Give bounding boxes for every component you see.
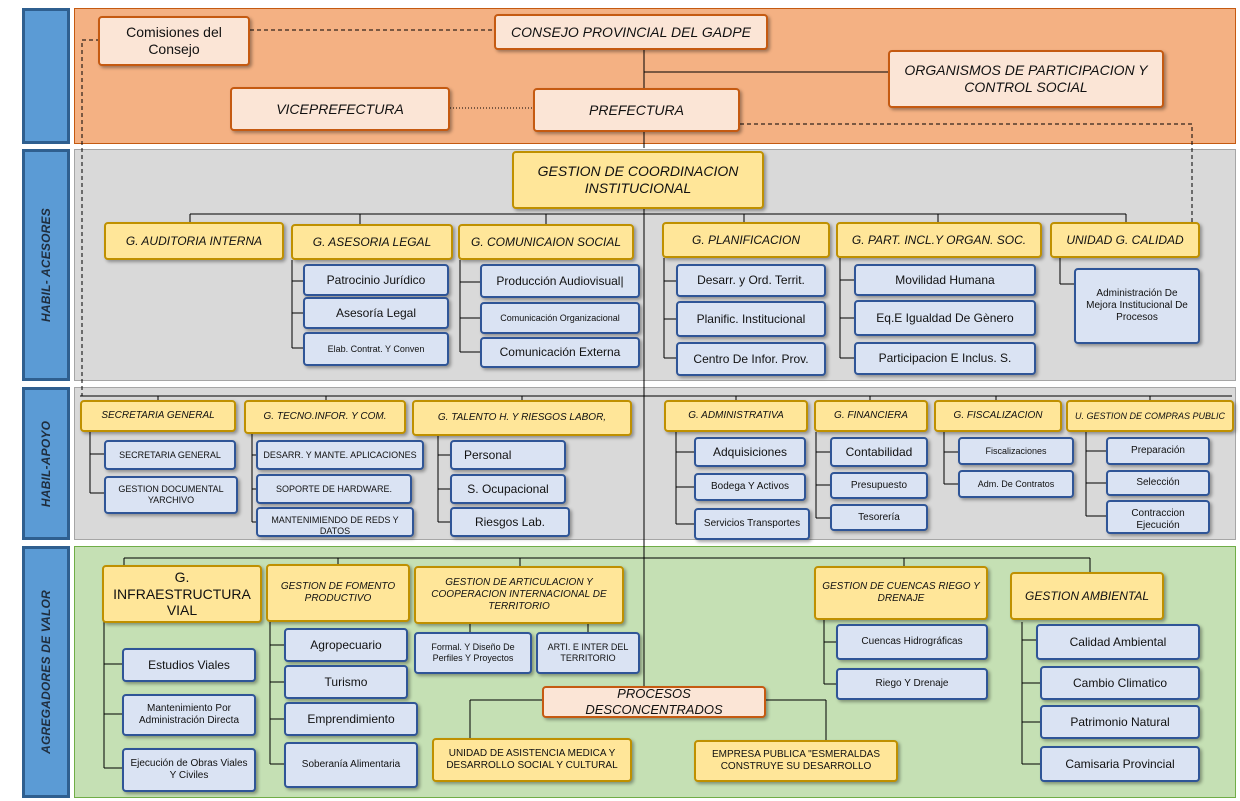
calidad-box: UNIDAD G. CALIDAD bbox=[1050, 222, 1200, 258]
talento-item: Personal bbox=[450, 440, 566, 470]
infraestructura-item: Mantenimiento Por Administración Directa bbox=[122, 694, 256, 736]
articulacion-item: ARTI. E INTER DEL TERRITORIO bbox=[536, 632, 640, 674]
prefectura-box: PREFECTURA bbox=[533, 88, 740, 132]
tecno-box: G. TECNO.INFOR. Y COM. bbox=[244, 400, 406, 434]
administrativa-item: Bodega Y Activos bbox=[694, 473, 806, 501]
comunicacion-item: Comunicación Externa bbox=[480, 337, 640, 368]
asesoria-item: Asesoría Legal bbox=[303, 297, 449, 329]
fomento-item: Turismo bbox=[284, 665, 408, 699]
comisiones-box: Comisiones del Consejo bbox=[98, 16, 250, 66]
participacion-item: Participacion E Inclus. S. bbox=[854, 342, 1036, 375]
planificacion-box: G. PLANIFICACION bbox=[662, 222, 830, 258]
fiscalizacion-box: G. FISCALIZACION bbox=[934, 400, 1062, 432]
planificacion-item: Desarr. y Ord. Territ. bbox=[676, 264, 826, 297]
asesoria-item: Patrocinio Jurídico bbox=[303, 264, 449, 296]
infraestructura-box: G. INFRAESTRUCTURA VIAL bbox=[102, 565, 262, 623]
band-label-top bbox=[22, 8, 70, 144]
talento-item: Riesgos Lab. bbox=[450, 507, 570, 537]
calidad-item: Administración De Mejora Institucional D… bbox=[1074, 268, 1200, 344]
participacion-item: Movilidad Humana bbox=[854, 264, 1036, 296]
talento-box: G. TALENTO H. Y RIESGOS LABOR, bbox=[412, 400, 632, 436]
ambiental-item: Calidad Ambiental bbox=[1036, 624, 1200, 660]
fomento-item: Emprendimiento bbox=[284, 702, 418, 736]
cuencas-box: GESTION DE CUENCAS RIEGO Y DRENAJE bbox=[814, 566, 988, 620]
administrativa-item: Servicios Transportes bbox=[694, 508, 810, 540]
participacion-item: Eq.E Igualdad De Gènero bbox=[854, 300, 1036, 336]
talento-item: S. Ocupacional bbox=[450, 474, 566, 504]
fomento-item: Agropecuario bbox=[284, 628, 408, 662]
cuencas-item: Riego Y Drenaje bbox=[836, 668, 988, 700]
ambiental-item: Camisaria Provincial bbox=[1040, 746, 1200, 782]
comunicacion-box: G. COMUNICAION SOCIAL bbox=[458, 224, 634, 260]
compras-box: U. GESTION DE COMPRAS PUBLIC bbox=[1066, 400, 1234, 432]
articulacion-item: Formal. Y Diseño De Perfiles Y Proyectos bbox=[414, 632, 532, 674]
viceprefectura-box: VICEPREFECTURA bbox=[230, 87, 450, 131]
procesos-item: UNIDAD DE ASISTENCIA MEDICA Y DESARROLLO… bbox=[432, 738, 632, 782]
fomento-box: GESTION DE FOMENTO PRODUCTIVO bbox=[266, 564, 410, 622]
compras-item: Preparación bbox=[1106, 437, 1210, 465]
infraestructura-item: Ejecución de Obras Viales Y Civiles bbox=[122, 748, 256, 792]
asesoria-box: G. ASESORIA LEGAL bbox=[291, 224, 453, 260]
compras-item: Selección bbox=[1106, 470, 1210, 496]
planificacion-item: Centro De Infor. Prov. bbox=[676, 342, 826, 376]
articulacion-box: GESTION DE ARTICULACION Y COOPERACION IN… bbox=[414, 566, 624, 624]
procesos-item: EMPRESA PUBLICA "ESMERALDAS CONSTRUYE SU… bbox=[694, 740, 898, 782]
coordinacion-box: GESTION DE COORDINACION INSTITUCIONAL bbox=[512, 151, 764, 209]
administrativa-box: G. ADMINISTRATIVA bbox=[664, 400, 808, 432]
band-label-valor: AGREGADORES DE VALOR bbox=[22, 546, 70, 798]
administrativa-item: Adquisiciones bbox=[694, 437, 806, 467]
secretaria-item: SECRETARIA GENERAL bbox=[104, 440, 236, 470]
compras-item: Contraccion Ejecución bbox=[1106, 500, 1210, 534]
infraestructura-item: Estudios Viales bbox=[122, 648, 256, 682]
band-label-apoyo: HABIL-APOYO bbox=[22, 387, 70, 540]
band-label-acesores: HABIL- ACESORES bbox=[22, 149, 70, 381]
tecno-item: DESARR. Y MANTE. APLICACIONES bbox=[256, 440, 424, 470]
cuencas-item: Cuencas Hidrográficas bbox=[836, 624, 988, 660]
fomento-item: Soberanía Alimentaria bbox=[284, 742, 418, 788]
asesoria-item: Elab. Contrat. Y Conven bbox=[303, 332, 449, 366]
planificacion-item: Planific. Institucional bbox=[676, 301, 826, 337]
fiscalizacion-item: Adm. De Contratos bbox=[958, 470, 1074, 498]
financiera-item: Presupuesto bbox=[830, 472, 928, 499]
procesos-box: PROCESOS DESCONCENTRADOS bbox=[542, 686, 766, 718]
consejo-box: CONSEJO PROVINCIAL DEL GADPE bbox=[494, 14, 768, 50]
secretaria-item: GESTION DOCUMENTAL YARCHIVO bbox=[104, 476, 238, 514]
participacion-box: G. PART. INCL.Y ORGAN. SOC. bbox=[836, 222, 1042, 258]
comunicacion-item: Comunicación Organizacional bbox=[480, 302, 640, 334]
secretaria-box: SECRETARIA GENERAL bbox=[80, 400, 236, 432]
fiscalizacion-item: Fiscalizaciones bbox=[958, 437, 1074, 465]
comunicacion-item: Producción Audiovisual| bbox=[480, 264, 640, 298]
ambiental-box: GESTION AMBIENTAL bbox=[1010, 572, 1164, 620]
organismos-box: ORGANISMOS DE PARTICIPACION Y CONTROL SO… bbox=[888, 50, 1164, 108]
ambiental-item: Patrimonio Natural bbox=[1040, 705, 1200, 739]
financiera-item: Tesorería bbox=[830, 504, 928, 531]
ambiental-item: Cambio Climatico bbox=[1040, 666, 1200, 700]
financiera-box: G. FINANCIERA bbox=[814, 400, 928, 432]
tecno-item: MANTENIMIENDO DE REDS Y DATOS bbox=[256, 507, 414, 537]
tecno-item: SOPORTE DE HARDWARE. bbox=[256, 474, 412, 504]
auditoria-box: G. AUDITORIA INTERNA bbox=[104, 222, 284, 260]
financiera-item: Contabilidad bbox=[830, 437, 928, 467]
